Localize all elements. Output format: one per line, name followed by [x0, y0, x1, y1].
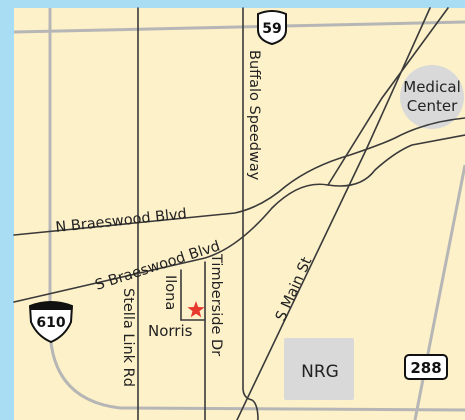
medical-center-label-line2: Center	[407, 97, 458, 115]
label-timberside: Timberside Dr	[208, 253, 224, 356]
i610-shield-icon: 610	[28, 301, 74, 344]
i610-shield-label: 610	[36, 315, 65, 331]
label-ilona: Ilona	[162, 275, 178, 310]
medical-center-area	[400, 65, 464, 129]
label-norris: Norris	[148, 322, 193, 340]
road-lines	[13, 7, 465, 420]
label-buffalo-speedway: Buffalo Speedway	[246, 50, 262, 181]
freeway-us59	[13, 20, 465, 34]
road-buffalo-speedway	[242, 7, 259, 420]
label-stella-link: Stella Link Rd	[120, 288, 136, 387]
nrg-label: NRG	[301, 362, 339, 382]
us59-shield-icon: 59	[257, 10, 287, 46]
road-n-braeswood	[13, 117, 465, 236]
road-s-braeswood	[13, 134, 465, 303]
star-icon	[187, 301, 205, 318]
medical-center-label-line1: Medical	[403, 78, 460, 96]
us59-shield-label: 59	[262, 21, 281, 37]
land-area	[14, 8, 465, 420]
sh288-shield-icon: 288	[404, 354, 448, 380]
sh288-shield-label: 288	[410, 359, 441, 377]
nrg-area	[284, 338, 354, 400]
